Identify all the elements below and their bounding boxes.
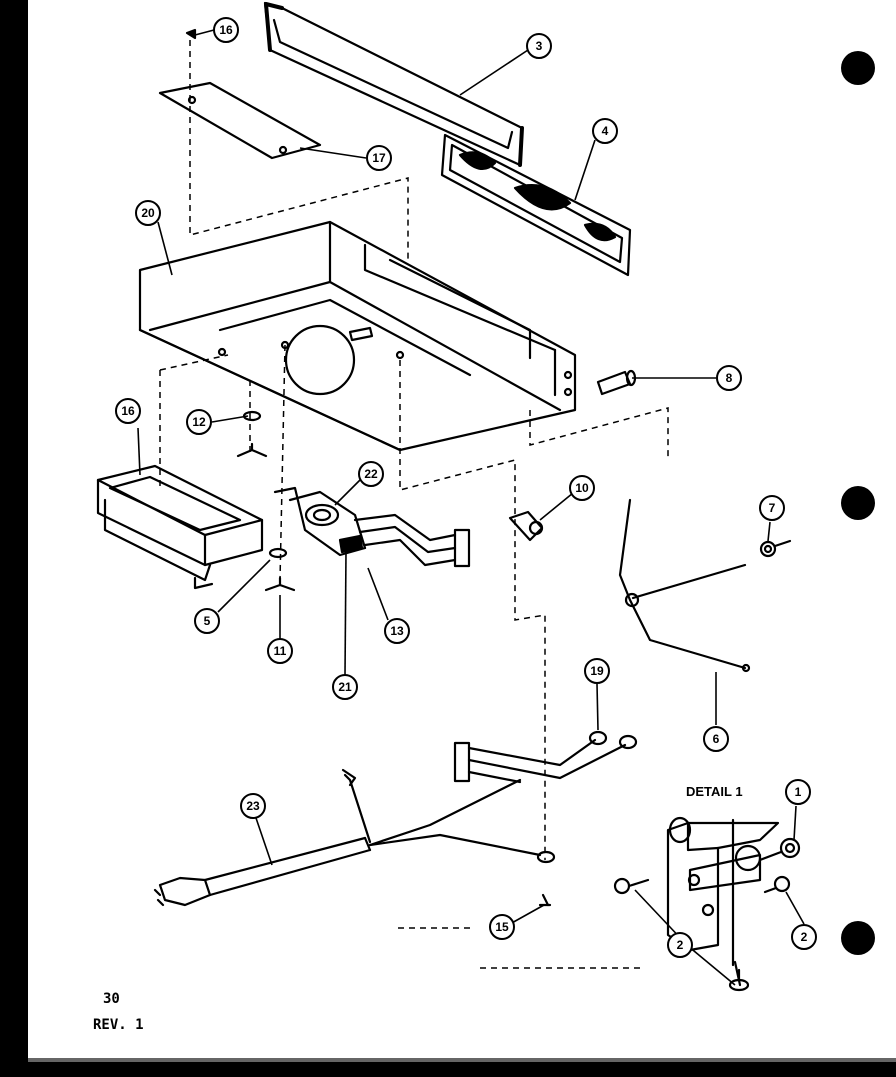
leader-lines bbox=[137, 29, 805, 986]
binder-hole-middle bbox=[841, 486, 875, 520]
callout-23: 23 bbox=[240, 793, 266, 819]
callout-7: 7 bbox=[759, 495, 785, 521]
top-plate-part-17 bbox=[158, 81, 322, 160]
callout-number: 4 bbox=[602, 124, 609, 138]
callout-number: 16 bbox=[121, 404, 135, 418]
callout-circle bbox=[569, 475, 595, 501]
callout-12: 12 bbox=[186, 409, 212, 435]
callout-6: 6 bbox=[703, 726, 729, 752]
callout-circle bbox=[716, 365, 742, 391]
callout-number: 2 bbox=[801, 930, 808, 944]
callout-circle bbox=[384, 618, 410, 644]
callout-16: 16 bbox=[115, 398, 141, 424]
callout-15: 15 bbox=[489, 914, 515, 940]
callout-22: 22 bbox=[358, 461, 384, 487]
screw-part-2-bottom bbox=[728, 968, 750, 992]
callout-number: 20 bbox=[141, 206, 155, 220]
screw-part-16-top bbox=[185, 28, 197, 40]
binder-hole-top bbox=[841, 51, 875, 85]
grille-frame-part-3 bbox=[263, 1, 524, 167]
callout-10: 10 bbox=[569, 475, 595, 501]
callout-circle bbox=[186, 409, 212, 435]
callout-circle bbox=[194, 608, 220, 634]
callout-circle bbox=[667, 932, 693, 958]
scan-border-bottom bbox=[0, 1062, 896, 1077]
callout-circle bbox=[703, 726, 729, 752]
callout-number: 12 bbox=[192, 415, 206, 429]
callout-number: 2 bbox=[677, 938, 684, 952]
callout-16: 16 bbox=[213, 17, 239, 43]
nut-part-7 bbox=[759, 539, 792, 558]
callout-circle bbox=[213, 17, 239, 43]
callout-number: 11 bbox=[274, 644, 287, 658]
callout-number: 6 bbox=[713, 732, 720, 746]
detail-1-label: DETAIL 1 bbox=[686, 784, 743, 799]
nut-part-1 bbox=[758, 837, 801, 862]
callout-2: 2 bbox=[667, 932, 693, 958]
callout-circle bbox=[785, 779, 811, 805]
callout-2: 2 bbox=[791, 924, 817, 950]
callout-5: 5 bbox=[194, 608, 220, 634]
callout-number: 5 bbox=[204, 614, 211, 628]
bracket-box-part-16 bbox=[96, 464, 264, 590]
motor-bracket-part-21 bbox=[273, 486, 367, 557]
screw-part-15 bbox=[538, 893, 552, 907]
callout-number: 13 bbox=[390, 624, 404, 638]
callout-number: 22 bbox=[364, 467, 378, 481]
callout-number: 21 bbox=[338, 680, 352, 694]
callout-circle bbox=[526, 33, 552, 59]
callout-number: 10 bbox=[575, 481, 589, 495]
screw-part-2-right bbox=[763, 875, 791, 894]
callout-circle bbox=[584, 658, 610, 684]
callout-11: 11 bbox=[267, 638, 293, 664]
callout-circle bbox=[791, 924, 817, 950]
callout-number: 3 bbox=[536, 39, 543, 53]
binder-hole-bottom bbox=[841, 921, 875, 955]
callout-8: 8 bbox=[716, 365, 742, 391]
filter-part-4 bbox=[440, 133, 632, 277]
callout-circle bbox=[489, 914, 515, 940]
callout-circle bbox=[240, 793, 266, 819]
revision-label: REV. 1 bbox=[93, 1017, 144, 1033]
harness-part-13 bbox=[353, 513, 471, 568]
lamp-socket-part-8 bbox=[596, 369, 637, 396]
callout-number: 23 bbox=[246, 799, 260, 813]
callout-13: 13 bbox=[384, 618, 410, 644]
wing-nut-part-12 bbox=[236, 410, 268, 458]
callout-circle bbox=[267, 638, 293, 664]
callout-circle bbox=[358, 461, 384, 487]
rod-part-6 bbox=[618, 498, 751, 673]
callout-number: 16 bbox=[219, 23, 233, 37]
callout-4: 4 bbox=[592, 118, 618, 144]
switch-part-10 bbox=[508, 510, 544, 542]
callout-19: 19 bbox=[584, 658, 610, 684]
callout-1: 1 bbox=[785, 779, 811, 805]
callout-number: 8 bbox=[726, 371, 733, 385]
assembly-lines bbox=[159, 40, 669, 969]
housing-part-20 bbox=[138, 220, 577, 452]
callout-number: 15 bbox=[495, 920, 509, 934]
callout-circle bbox=[366, 145, 392, 171]
power-cord-part-23 bbox=[153, 768, 556, 907]
callout-17: 17 bbox=[366, 145, 392, 171]
callout-number: 7 bbox=[769, 501, 776, 515]
wire-harness-part-19 bbox=[453, 730, 638, 784]
callout-number: 1 bbox=[795, 785, 802, 799]
page-number: 30 bbox=[103, 991, 120, 1007]
callout-number: 17 bbox=[372, 151, 386, 165]
scan-border-left bbox=[0, 0, 28, 1077]
detail-1-bracket bbox=[666, 816, 780, 987]
callout-20: 20 bbox=[135, 200, 161, 226]
callout-circle bbox=[592, 118, 618, 144]
callout-circle bbox=[115, 398, 141, 424]
screw-part-2-left bbox=[613, 877, 650, 895]
callout-21: 21 bbox=[332, 674, 358, 700]
callout-circle bbox=[135, 200, 161, 226]
callout-circle bbox=[759, 495, 785, 521]
callout-circle bbox=[332, 674, 358, 700]
callout-3: 3 bbox=[526, 33, 552, 59]
callout-number: 19 bbox=[590, 664, 604, 678]
